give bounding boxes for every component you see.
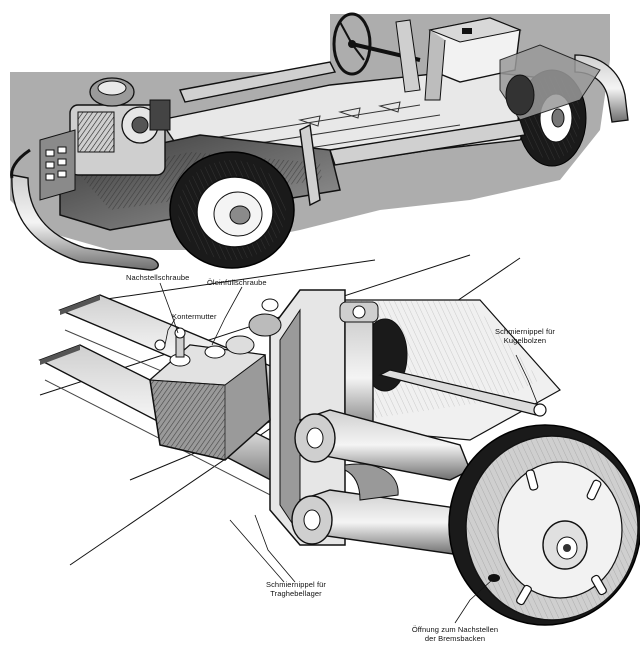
label-nachstellschraube: Nachstellschraube [126, 273, 190, 282]
label-schmiernippel-traghebellager: Schmiernippel für Traghebellager [260, 580, 332, 598]
lower-trailing-arm [291, 463, 481, 556]
front-bumper [11, 174, 159, 271]
front-left-wheel [169, 151, 295, 269]
label-schmiernippel-kugelbolzen: Schmiernippel für Kugelbolzen [488, 327, 562, 345]
label-oeleinfuellschraube: Öleinfüllschraube [207, 278, 267, 287]
brake-drum [448, 424, 640, 626]
steering-gearbox [148, 298, 282, 461]
label-oeffnung-bremsbacken: Öffnung zum Nachstellen der Bremsbacken [405, 625, 505, 643]
suspension-drawing [38, 254, 640, 626]
chassis-drawing [10, 0, 640, 271]
label-schmiernippel-kugelbolzen-line2: Kugelbolzen [503, 336, 547, 345]
fuel-tank [395, 17, 522, 101]
upper-trailing-arm [294, 409, 471, 481]
label-schmiernippel-traghebellager-line1: Schmiernippel für [265, 580, 327, 589]
label-oeffnung-bremsbacken-line2: der Bremsbacken [424, 634, 486, 643]
label-kontermutter: Kontermutter [172, 312, 217, 321]
label-oeffnung-bremsbacken-line1: Öffnung zum Nachstellen [411, 625, 499, 634]
engine [39, 77, 171, 201]
leader-lines [159, 282, 539, 624]
label-schmiernippel-traghebellager-line2: Traghebellager [270, 589, 322, 598]
label-schmiernippel-kugelbolzen-line1: Schmiernippel für [494, 327, 556, 336]
